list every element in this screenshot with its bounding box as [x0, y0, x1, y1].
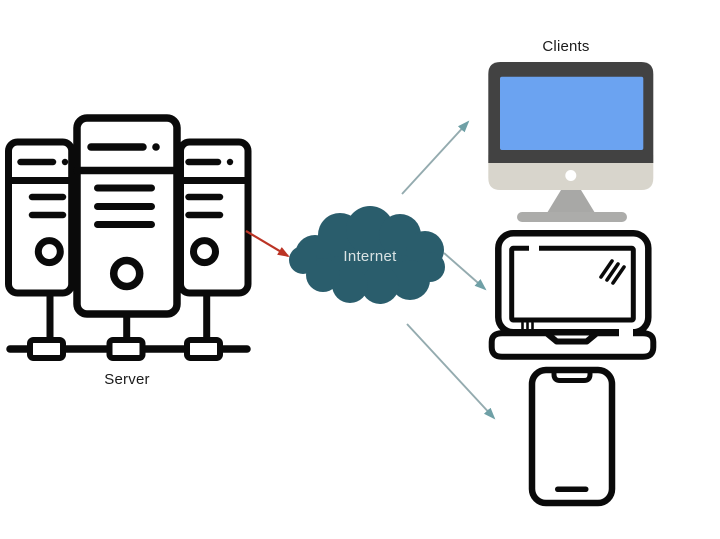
arrow-internet-to-smartphone: [406, 323, 496, 420]
cloud-icon: [289, 206, 445, 304]
internet-label: Internet: [343, 248, 397, 265]
desktop-monitor-icon: [488, 62, 654, 222]
server-label: Server: [104, 371, 150, 388]
phone-home-bar: [555, 486, 589, 492]
smartphone-icon: [528, 366, 616, 507]
laptop-icon: [488, 230, 657, 360]
monitor-camera-dot: [565, 170, 577, 181]
arrow-internet-to-monitor: [401, 120, 470, 195]
server-rack-icon: [5, 114, 252, 361]
clients-label: Clients: [542, 38, 590, 55]
